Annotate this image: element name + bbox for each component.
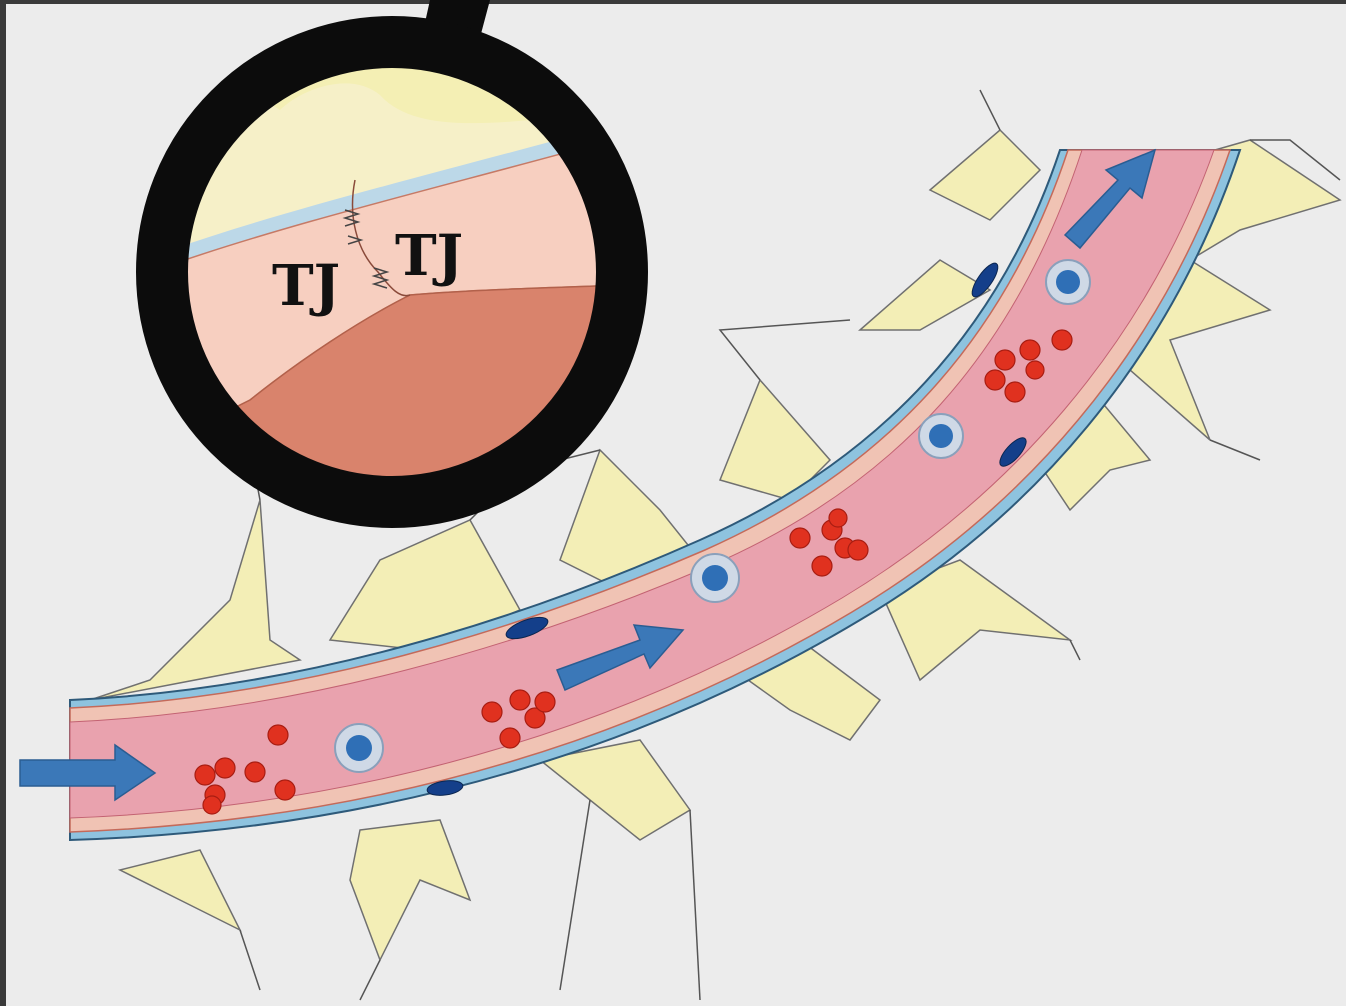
tj-label-right: TJ — [395, 223, 463, 289]
tj-label-left: TJ — [272, 253, 340, 319]
